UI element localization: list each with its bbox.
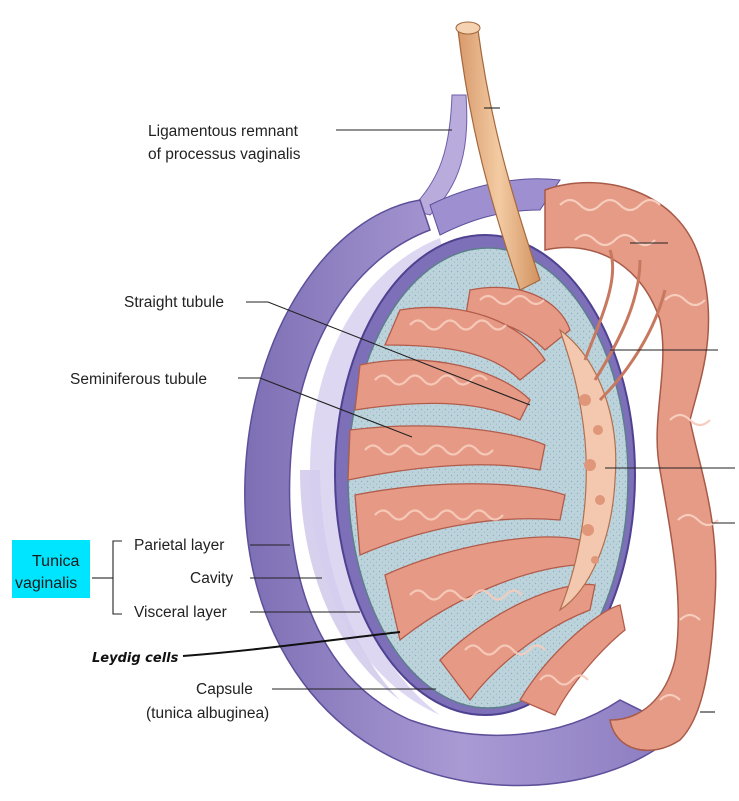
seminiferous-lobules [347, 286, 626, 716]
tunica-vaginalis-group: Tunica vaginalis [12, 540, 122, 615]
lobule-3 [354, 359, 531, 421]
epididymis [544, 181, 719, 752]
label-ligamentous: Ligamentous remnant of processus vaginal… [148, 123, 452, 163]
svg-text:Cavity: Cavity [190, 570, 233, 587]
spermatic-cord [455, 21, 541, 291]
svg-text:of processus vaginalis: of processus vaginalis [148, 146, 301, 163]
svg-text:Seminiferous tubule: Seminiferous tubule [70, 371, 207, 388]
ligamentous-remnant [409, 94, 468, 216]
tubule-coils [364, 294, 589, 686]
label-visceral-layer: Visceral layer [134, 604, 360, 621]
svg-text:Straight tubule: Straight tubule [124, 294, 224, 311]
label-capsule: Capsule (tunica albuginea) [146, 681, 436, 722]
lobule-7 [439, 583, 596, 702]
tunica-cavity [310, 238, 445, 715]
label-parietal-layer: Parietal layer [134, 537, 290, 554]
svg-text:vaginalis: vaginalis [15, 575, 77, 592]
svg-text:Parietal layer: Parietal layer [134, 537, 224, 554]
tunica-vaginalis-highlight [12, 540, 90, 598]
label-straight-tubule: Straight tubule [124, 294, 531, 406]
svg-text:Capsule: Capsule [196, 681, 253, 698]
label-seminiferous-tubule: Seminiferous tubule [70, 371, 413, 438]
svg-text:Tunica: Tunica [32, 553, 80, 570]
svg-text:(tunica albuginea): (tunica albuginea) [146, 705, 269, 722]
svg-text:Ligamentous remnant: Ligamentous remnant [148, 123, 299, 140]
efferent-ductules [583, 249, 667, 402]
lobule-8 [519, 604, 626, 716]
label-cavity: Cavity [190, 570, 322, 587]
lobule-4 [347, 425, 546, 481]
svg-text:Leydig cells: Leydig cells [92, 651, 179, 666]
right-leaders [484, 107, 735, 713]
label-leydig-cells: Leydig cells [92, 631, 401, 666]
svg-text:Visceral layer: Visceral layer [134, 604, 227, 621]
